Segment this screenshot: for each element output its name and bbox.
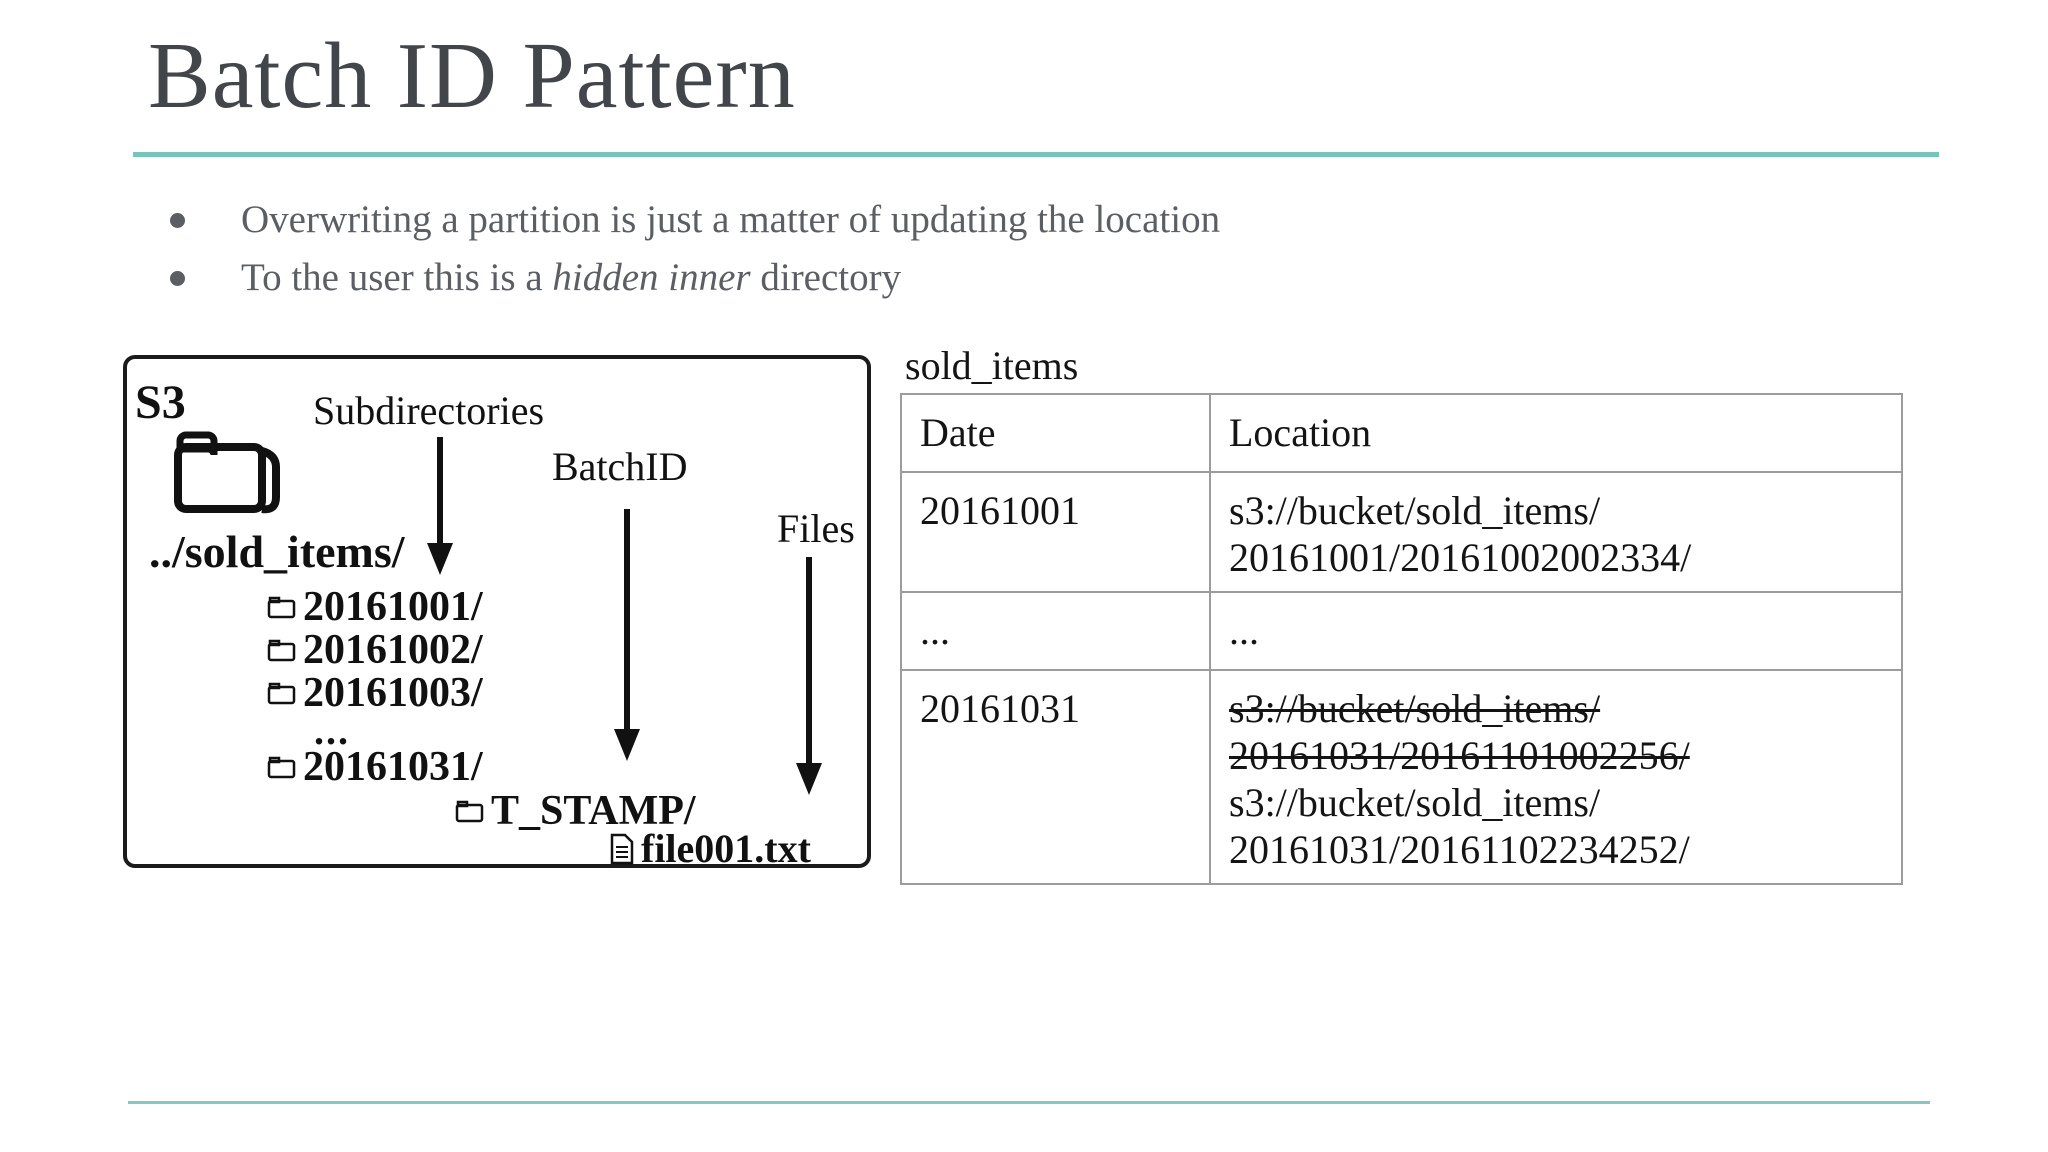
small-folder-icon [267,596,296,619]
table-row: 20161001 s3://bucket/sold_items/ 2016100… [900,471,1903,593]
directory-name: 20161002/ [303,627,483,673]
bullet-dot [170,271,185,286]
title-accent-rule [133,152,1939,157]
directory-entry: 20161001/ [267,583,483,631]
files-label: Files [777,506,855,551]
column-header-date: Date [900,393,1211,473]
directory-entry: 20161002/ [267,626,483,674]
location-line-struck: 20161031/20161101002256/ [1229,733,1690,778]
bullet-list: Overwriting a partition is just a matter… [170,198,1220,314]
bullet-item: Overwriting a partition is just a matter… [170,198,1220,242]
table-caption: sold_items [905,343,1079,388]
tstamp-entry: T_STAMP/ [455,787,696,835]
directory-name: 20161031/ [303,744,483,790]
small-folder-icon [267,682,296,705]
table-row: 20161031 s3://bucket/sold_items/ 2016103… [900,669,1903,885]
bullet-text: To the user this is a hidden inner direc… [241,256,902,299]
small-folder-icon [267,639,296,662]
page-title: Batch ID Pattern [148,24,796,128]
batchid-label: BatchID [552,444,688,489]
date-cell: ... [900,591,1211,671]
location-line: 20161001/20161002002334/ [1229,535,1692,580]
diagram-arrows [427,437,822,795]
directory-name: T_STAMP/ [491,788,696,834]
bullet-item: To the user this is a hidden inner direc… [170,256,1220,300]
location-cell: ... [1209,591,1903,671]
column-header-location: Location [1209,393,1903,473]
root-path: ../sold_items/ [149,526,405,577]
directory-name: 20161001/ [303,584,483,630]
directory-name: 20161003/ [303,670,483,716]
location-line: s3://bucket/sold_items/ [1229,488,1601,533]
location-line: 20161031/20161102234252/ [1229,827,1690,872]
footer-accent-rule [128,1101,1930,1104]
subdirectories-label: Subdirectories [313,388,545,433]
ellipsis: ... [314,708,350,753]
date-cell: 20161031 [900,669,1211,885]
table-row: ... ... [900,591,1903,671]
directory-entry: 20161003/ [267,669,483,717]
small-folder-icon [267,756,296,779]
folder-icon [174,431,280,514]
small-folder-icon [455,800,484,823]
location-line: ... [1229,608,1259,653]
s3-directory-diagram: S3 Subdirectories BatchID Files ../sold_… [123,355,871,871]
location-line: s3://bucket/sold_items/ [1229,780,1601,825]
bullet-dot [170,213,185,228]
table-header-row: Date Location [900,393,1903,473]
bullet-text: Overwriting a partition is just a matter… [241,198,1221,241]
file-entry: file001.txt [609,825,811,872]
file-name: file001.txt [641,826,811,871]
s3-label: S3 [135,376,186,429]
sold-items-table: Date Location 20161001 s3://bucket/sold_… [900,393,1903,885]
directory-entry: 20161031/ [267,743,483,791]
location-cell: s3://bucket/sold_items/ 20161001/2016100… [1209,471,1903,593]
location-line-struck: s3://bucket/sold_items/ [1229,686,1601,731]
date-cell: 20161001 [900,471,1211,593]
file-icon [610,833,634,864]
location-cell: s3://bucket/sold_items/ 20161031/2016110… [1209,669,1903,885]
